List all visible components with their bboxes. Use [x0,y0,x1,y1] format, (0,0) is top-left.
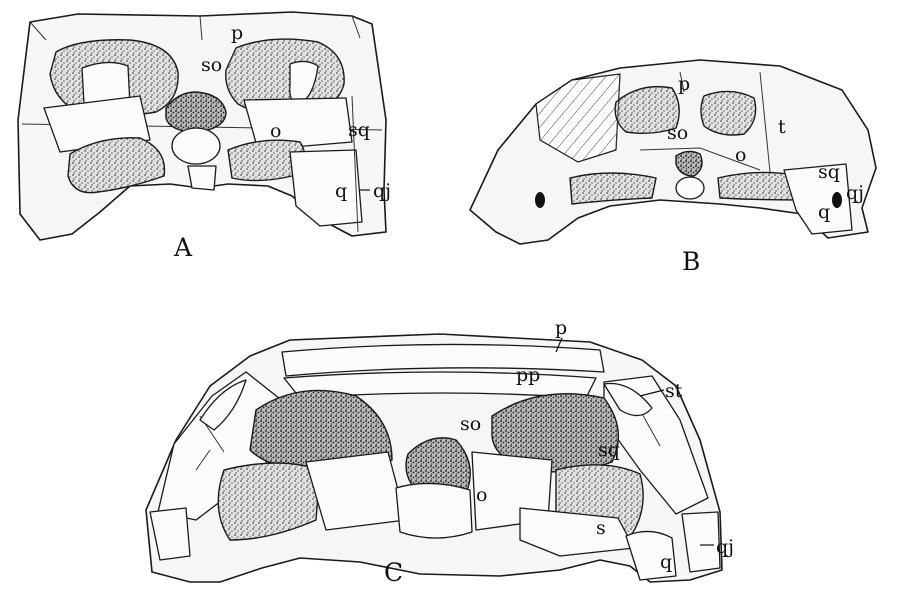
label-b-qj: qj [846,182,864,204]
label-c-s: s [596,517,606,539]
label-b-q: q [818,201,830,223]
label-a-so: so [201,54,222,76]
label-a-qj: qj [373,180,391,202]
label-c-sq: sq [598,439,620,461]
label-b-so: so [667,122,688,144]
panel-b-left-foramen [535,192,545,208]
label-c-qj: qj [716,536,734,558]
label-a-p: p [231,22,243,44]
label-c-q: q [660,551,672,573]
label-a-sq: sq [348,119,370,141]
label-b-o: o [735,144,746,166]
panel-b-right-foramen [832,192,842,208]
panel-b-right-fossa [701,91,756,135]
label-a-o: o [270,120,281,142]
label-c-so: so [460,413,481,435]
label-b-t: t [778,116,786,138]
panel-b-skull [470,60,876,244]
label-b-sq: sq [818,161,840,183]
panel-b-letter: B [682,247,700,276]
label-c-p: p [555,317,567,339]
label-c-pp: pp [516,364,540,386]
panel-a-skull [18,12,386,240]
panel-c-skull [146,334,722,582]
panel-c-letter: C [384,558,403,587]
panel-a-letter: A [173,233,193,262]
label-c-o: o [476,484,487,506]
label-c-st: st [665,380,683,402]
label-a-q: q [335,180,347,202]
panel-a-quadrate [290,150,362,226]
label-b-p: p [678,73,690,95]
panel-a-foramen-magnum [166,92,226,132]
